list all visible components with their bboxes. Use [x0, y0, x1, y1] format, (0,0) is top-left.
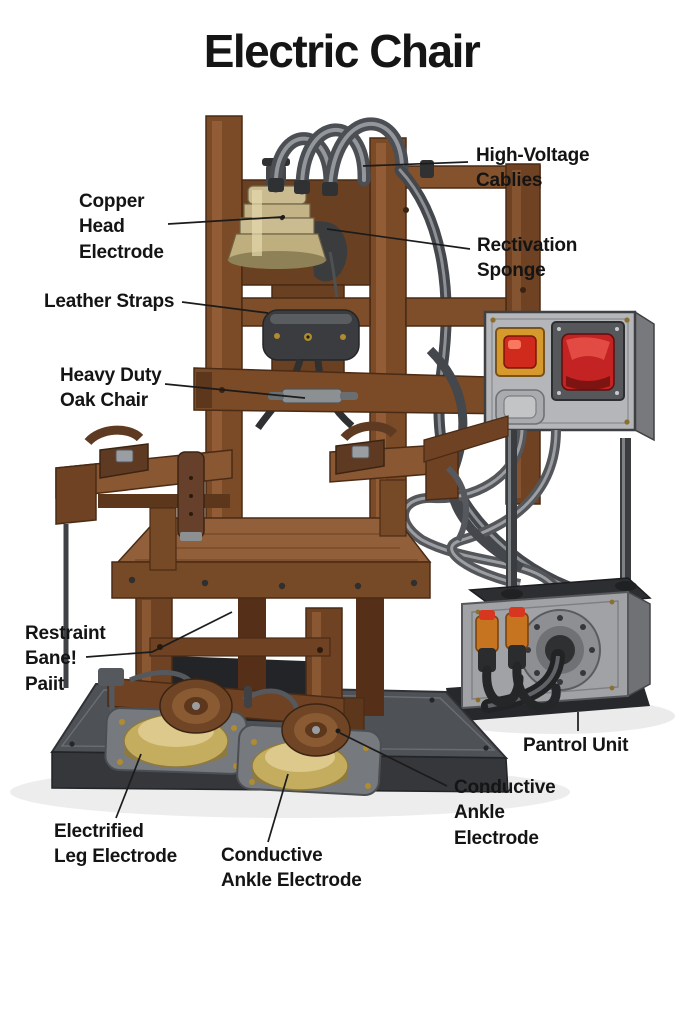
page-title: Electric Chair [203, 25, 481, 77]
wood-roller-center [281, 703, 351, 757]
emergency-button [495, 327, 545, 377]
label-conductive-ankle-electrode-bottom: Conductive Ankle Electrode [221, 845, 362, 892]
label-leather-straps: Leather Straps [44, 291, 175, 312]
backrest-straps [193, 297, 523, 430]
label-heavy-duty-oak-chair: Heavy Duty Oak Chair [60, 365, 162, 412]
leg-electrode-left [104, 678, 248, 775]
label-copper-head-electrode: Copper Head Electrode [79, 191, 164, 263]
main-power-switch [551, 321, 625, 401]
leader-electrified [115, 753, 142, 819]
label-resuscitation-sponge: Rectivation Sponge [477, 235, 578, 282]
label-control-unit: Pantrol Unit [523, 735, 629, 756]
wood-roller-left [159, 678, 233, 734]
leader-restraint [85, 611, 233, 658]
leader-rectivation [326, 228, 471, 250]
leader-high-voltage [362, 161, 469, 167]
armrest-right [329, 415, 509, 542]
leader-leather-straps [181, 301, 269, 314]
label-restraint-panel: Restraint Ƃane! Paiit [25, 623, 106, 695]
floor-control-unit [446, 577, 652, 722]
leader-conductive-right [339, 732, 448, 787]
leader-lines [85, 161, 579, 843]
label-electrified-leg-electrode: Electrified Leg Electrode [54, 821, 178, 868]
power-connectors [475, 607, 561, 712]
armrest-left [55, 425, 233, 688]
label-conductive-ankle-electrode-right: Conductive Ankle Electrode [454, 777, 556, 849]
ankle-electrode-center [236, 703, 382, 796]
leader-heavy-duty [164, 383, 306, 399]
label-high-voltage-cables: High-Voltage Cablies [476, 145, 590, 192]
leader-conductive-bottom [267, 773, 289, 843]
panel-mount-poles [506, 430, 631, 596]
leader-copper-head [167, 216, 283, 225]
